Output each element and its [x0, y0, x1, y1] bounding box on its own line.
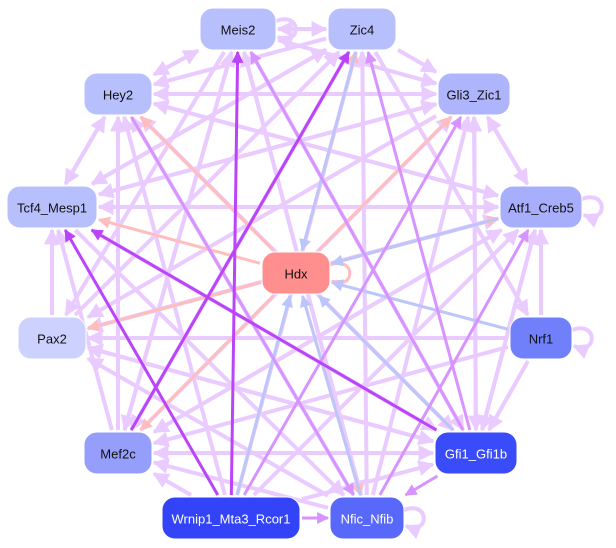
edge-atf1-creb5-to-atf1-creb5	[581, 195, 604, 228]
edge-mef2c-to-zic4	[129, 50, 351, 431]
node-tcf4-mesp1[interactable]: Tcf4_Mesp1	[6, 185, 98, 229]
edge-hdx-to-hdx	[329, 261, 352, 291]
node-nrf1[interactable]: Nrf1	[509, 316, 573, 360]
edge-wrnip1-mta3-rcor1-to-meis2	[229, 50, 244, 496]
edge-zic4-to-hdx	[299, 51, 358, 252]
node-gli3-zic1[interactable]: Gli3_Zic1	[437, 72, 511, 116]
edge-nrf1-to-gfi1-gfi1b	[487, 360, 530, 432]
node-zic4[interactable]: Zic4	[327, 7, 397, 51]
edge-hdx-to-hey2	[139, 115, 275, 252]
edge-gli3-zic1-to-pax2	[86, 114, 438, 319]
node-label: Atf1_Creb5	[508, 201, 574, 216]
node-pax2[interactable]: Pax2	[17, 316, 87, 360]
edge-atf1-creb5-to-gfi1-gfi1b	[478, 229, 537, 432]
edge-gli3-zic1-to-tcf4-mesp1	[97, 102, 437, 199]
node-label: Nrf1	[529, 332, 554, 347]
edge-hey2-to-tcf4-mesp1	[63, 115, 107, 186]
edge-nfic-nfib-to-atf1-creb5	[378, 228, 530, 496]
node-nfic-nfib[interactable]: Nfic_Nfib	[329, 496, 405, 540]
node-box[interactable]	[261, 251, 331, 295]
node-box[interactable]	[509, 316, 573, 360]
edge-gfi1-gfi1b-to-tcf4-mesp1	[90, 228, 438, 432]
node-wrnip1-mta3-rcor1[interactable]: Wrnip1_Mta3_Rcor1	[161, 496, 301, 540]
node-box[interactable]	[6, 185, 98, 229]
node-hey2[interactable]: Hey2	[83, 72, 153, 116]
edge-gfi1-gfi1b-to-meis2	[249, 50, 465, 431]
edge-nfic-nfib-to-zic4	[354, 50, 371, 496]
node-label: Hdx	[284, 267, 308, 282]
edge-hdx-to-gli3-zic1	[317, 115, 453, 252]
node-box[interactable]	[83, 431, 153, 475]
edge-hey2-to-meis2	[153, 48, 200, 77]
node-mef2c[interactable]: Mef2c	[83, 431, 153, 475]
edge-wrnip1-mta3-rcor1-to-gfi1-gfi1b	[301, 460, 435, 502]
node-box[interactable]	[437, 72, 511, 116]
node-label: Nfic_Nfib	[341, 512, 394, 527]
node-label: Tcf4_Mesp1	[17, 201, 87, 216]
edge-hdx-to-tcf4-mesp1	[97, 216, 261, 265]
node-hdx[interactable]: Hdx	[261, 251, 331, 295]
edge-zic4-to-gli3-zic1	[396, 48, 438, 74]
node-label: Wrnip1_Mta3_Rcor1	[172, 512, 291, 527]
node-label: Meis2	[221, 23, 256, 38]
node-label: Zic4	[350, 23, 375, 38]
edge-wrnip1-mta3-rcor1-to-mef2c	[152, 471, 193, 497]
node-label: Gli3_Zic1	[447, 88, 502, 103]
edge-gfi1-gfi1b-to-hdx	[317, 294, 455, 432]
edge-gfi1-gfi1b-to-nfic-nfib	[404, 474, 439, 497]
node-box[interactable]	[17, 316, 87, 360]
node-box[interactable]	[499, 185, 583, 229]
node-box[interactable]	[327, 7, 397, 51]
edge-hey2-to-nfic-nfib	[130, 116, 355, 497]
edge-pax2-to-gfi1-gfi1b	[87, 345, 435, 446]
edge-nrf1-to-nrf1	[571, 326, 594, 359]
node-meis2[interactable]: Meis2	[199, 7, 277, 51]
edge-nrf1-to-hdx	[330, 279, 509, 331]
edge-wrnip1-mta3-rcor1-to-hdx	[235, 294, 293, 496]
edge-atf1-creb5-to-hdx	[330, 217, 499, 267]
edge-gli3-zic1-to-gfi1-gfi1b	[467, 116, 484, 432]
node-box[interactable]	[161, 496, 301, 540]
edge-wrnip1-mta3-rcor1-to-tcf4-mesp1	[63, 228, 220, 496]
node-label: Pax2	[37, 332, 67, 347]
node-box[interactable]	[329, 496, 405, 540]
edge-nfic-nfib-to-nfic-nfib	[403, 506, 426, 539]
node-label: Mef2c	[100, 447, 136, 462]
edge-atf1-creb5-to-hey2	[152, 99, 499, 198]
node-label: Gfi1_Gfi1b	[445, 447, 507, 462]
node-gfi1-gfi1b[interactable]: Gfi1_Gfi1b	[434, 431, 518, 475]
node-label: Hey2	[103, 88, 133, 103]
node-box[interactable]	[199, 7, 277, 51]
node-box[interactable]	[434, 431, 518, 475]
edges-layer	[44, 17, 604, 539]
edge-nfic-nfib-to-hdx	[299, 294, 362, 496]
edge-atf1-creb5-to-mef2c	[152, 228, 503, 434]
edge-wrnip1-mta3-rcor1-to-gli3-zic1	[242, 115, 463, 496]
node-atf1-creb5[interactable]: Atf1_Creb5	[499, 185, 583, 229]
edge-atf1-creb5-to-gli3-zic1	[485, 115, 530, 186]
node-box[interactable]	[83, 72, 153, 116]
